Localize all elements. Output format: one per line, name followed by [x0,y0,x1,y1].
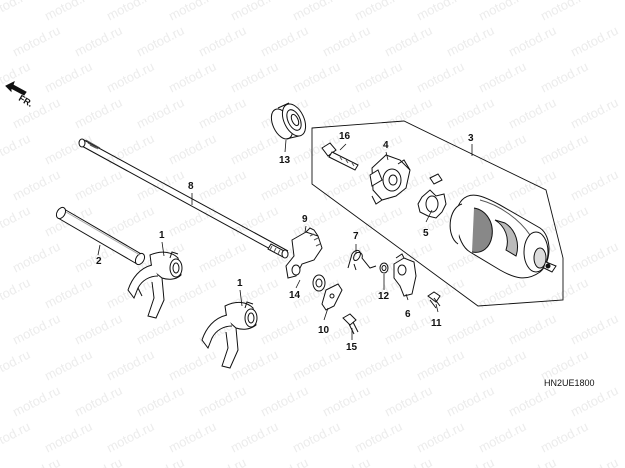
part-16-bolt [321,142,359,171]
callout-10: 10 [318,325,330,336]
part-7-spring [347,249,377,271]
callout-7: 7 [353,231,359,242]
callout-4: 4 [383,140,389,151]
callout-9: 9 [302,214,308,225]
part-1-shift-fork-upper [127,251,183,319]
assembly-outline [311,120,564,307]
part-3-shift-drum [449,194,557,279]
callout-15: 15 [346,342,358,353]
callout-3: 3 [468,133,474,144]
callout-2: 2 [96,256,102,267]
diagram-code: HN2UE1800 [544,378,595,388]
callout-5: 5 [423,228,429,239]
part-14-washer [312,274,326,292]
part-4-drum-center [369,154,411,205]
part-12-washer [379,262,389,274]
leader-lines [97,139,473,340]
part-10-plate [321,283,343,311]
callout-8: 8 [188,181,194,192]
part-15-bolt [342,313,359,335]
callout-13: 13 [279,155,291,166]
part-13-bearing [270,102,307,140]
part-1-shift-fork-lower [201,301,258,369]
part-2-guide-bar [55,206,146,266]
callout-1-lower: 1 [237,278,243,289]
direction-arrow-icon [5,81,27,96]
part-6-bracket [393,253,417,297]
part-11-bolt [427,291,441,309]
part-8-shaft [78,138,289,259]
callout-16: 16 [339,131,351,142]
part-9-stopper-arm [285,227,323,279]
callout-1-upper: 1 [159,230,165,241]
callout-14: 14 [289,290,301,301]
callout-11: 11 [431,318,442,329]
part-5-star-gear [417,173,447,219]
callout-6: 6 [405,309,411,320]
callout-12: 12 [378,291,390,302]
